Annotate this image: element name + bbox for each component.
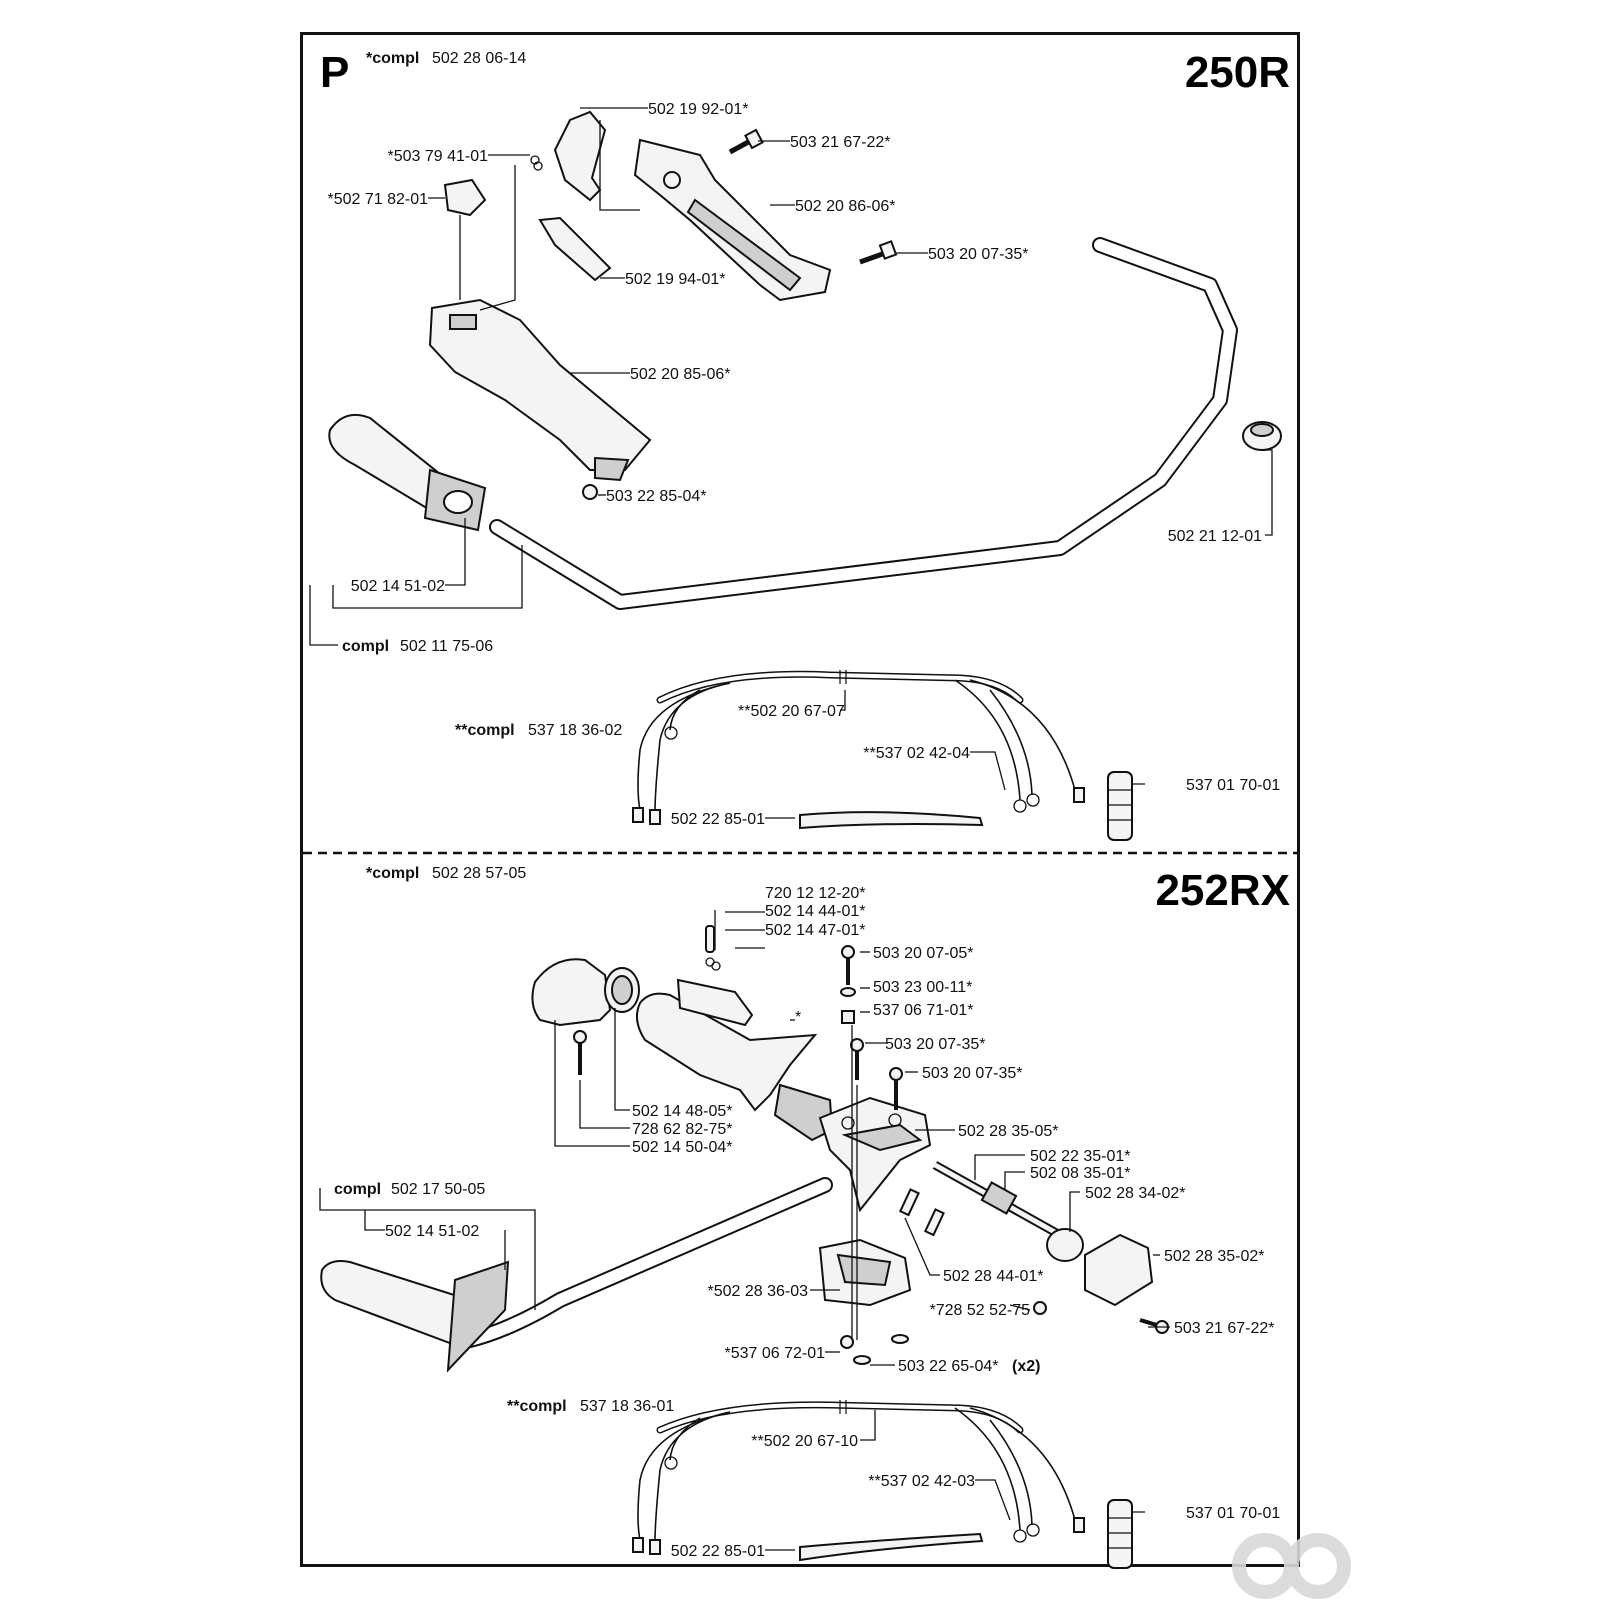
part-label: **537 02 42-03: [868, 1473, 975, 1490]
compl-label: compl: [334, 1181, 381, 1198]
part-label: *502 71 82-01: [327, 191, 428, 208]
part-label: 502 14 51-02: [351, 578, 445, 595]
part-label: 502 14 47-01*: [765, 922, 866, 939]
spring-pin: [705, 925, 715, 953]
part-label: 502 14 51-02: [385, 1223, 479, 1240]
spring-252rx: [705, 957, 721, 971]
part-label: 537 18 36-02: [528, 722, 622, 739]
nut-250r: [582, 484, 598, 500]
part-label: *502 28 36-03: [707, 1283, 808, 1300]
cable-bundle-250r: [632, 670, 1085, 825]
screw-250r-b: [859, 240, 898, 265]
handle-clamp: [818, 1238, 912, 1307]
part-label: 537 01 70-01: [1186, 777, 1280, 794]
part-label: *537 06 72-01: [724, 1345, 825, 1362]
throttle-trigger: [538, 216, 612, 282]
model-title-252rx: 252RX: [1155, 866, 1290, 915]
throttle-trigger-252rx: [676, 978, 754, 1027]
part-label: 502 22 85-01: [671, 1543, 765, 1560]
cable-boot-252rx: [1107, 1499, 1133, 1569]
part-label: 502 14 44-01*: [765, 903, 866, 920]
part-label: 502 28 44-01*: [943, 1268, 1044, 1285]
part-label: 502 21 12-01: [1168, 528, 1262, 545]
handle-bracket: [818, 1096, 932, 1213]
throttle-cover-assembly: [633, 138, 832, 302]
handle-grip-252rx: [635, 992, 818, 1112]
part-label: 503 20 07-05*: [873, 945, 974, 962]
watermark-logo: [1232, 1533, 1351, 1599]
part-label: 720 12 12-20*: [765, 885, 866, 902]
part-label: 503 22 85-04*: [606, 488, 707, 505]
part-label: *503 79 41-01: [387, 148, 488, 165]
part-label: 503 20 07-35*: [928, 246, 1029, 263]
handlebar-end-plug-top: [1250, 423, 1274, 437]
part-label: 502 28 35-02*: [1164, 1248, 1265, 1265]
left-grip: [328, 414, 487, 532]
part-label: 502 14 50-04*: [632, 1139, 733, 1156]
part-label: 502 28 35-05*: [958, 1123, 1059, 1140]
loop-handle-tube: [462, 1177, 833, 1348]
screw-250r-a: [728, 128, 764, 155]
part-label: **502 20 67-07: [738, 703, 845, 720]
part-label: 502 20 86-06*: [795, 198, 896, 215]
part-label: 502 17 50-05: [391, 1181, 485, 1198]
protective-hose-250r: [799, 811, 984, 830]
part-label: **537 02 42-04: [863, 745, 970, 762]
part-label: 537 06 71-01*: [873, 1002, 974, 1019]
stop-switch: [443, 178, 487, 217]
part-label: 502 20 85-06*: [630, 366, 731, 383]
handle-shaft-252rx: [773, 1083, 834, 1142]
part-label: 502 22 35-01*: [1030, 1148, 1131, 1165]
part-label: 502 08 35-01*: [1030, 1165, 1131, 1182]
section-compl-label: *compl: [366, 50, 419, 67]
protective-hose-252rx: [799, 1532, 984, 1562]
grip-insert: [604, 967, 640, 1013]
section-compl-label: *compl: [366, 865, 419, 882]
cable-boot-250r: [1107, 771, 1133, 841]
part-label: 503 22 65-04*: [898, 1358, 999, 1375]
bike-handlebar-tube: [489, 237, 1238, 610]
part-label: 728 62 82-75*: [632, 1121, 733, 1138]
pins-252rx: [898, 1188, 945, 1237]
part-label: 503 20 07-35*: [885, 1036, 986, 1053]
part-label: 502 19 92-01*: [648, 101, 749, 118]
compl-label: **compl: [455, 722, 515, 739]
part-label: 503 21 67-22*: [790, 134, 891, 151]
grip-end-cap: [531, 958, 612, 1027]
part-label: 502 14 48-05*: [632, 1103, 733, 1120]
adjust-knob-cover: [1084, 1233, 1154, 1307]
part-label: *: [795, 1009, 801, 1026]
throttle-lockout-lever: [553, 110, 607, 202]
throttle-handle-housing: [428, 298, 652, 482]
part-label: **502 20 67-10: [751, 1433, 858, 1450]
cable-bundle-252rx: [632, 1400, 1085, 1555]
part-label: 537 01 70-01: [1186, 1505, 1280, 1522]
part-label: *728 52 52-75: [929, 1302, 1030, 1319]
part-label: 502 11 75-06: [400, 638, 493, 655]
section-compl-number: 502 28 06-14: [432, 50, 526, 67]
quantity-suffix: (x2): [1012, 1358, 1040, 1375]
part-label: 503 21 67-22*: [1174, 1320, 1275, 1337]
part-label: 502 28 34-02*: [1085, 1185, 1186, 1202]
model-title-250r: 250R: [1185, 48, 1290, 97]
part-label: 503 23 00-11*: [873, 979, 972, 996]
loop-handle-grip: [320, 1260, 510, 1373]
part-label: 502 22 85-01: [671, 811, 765, 828]
compl-label: compl: [342, 638, 389, 655]
part-label: 537 18 36-01: [580, 1398, 674, 1415]
compl-label: **compl: [507, 1398, 567, 1415]
section-compl-number: 502 28 57-05: [432, 865, 526, 882]
part-label: 502 19 94-01*: [625, 271, 726, 288]
adjust-shaft: [932, 1161, 1084, 1262]
leader-lines-252rx: [319, 910, 1170, 1551]
part-label: 503 20 07-35*: [922, 1065, 1023, 1082]
diagram-frame: [300, 32, 1300, 1567]
spring-small: [530, 155, 543, 171]
section-letter: P: [320, 48, 349, 97]
